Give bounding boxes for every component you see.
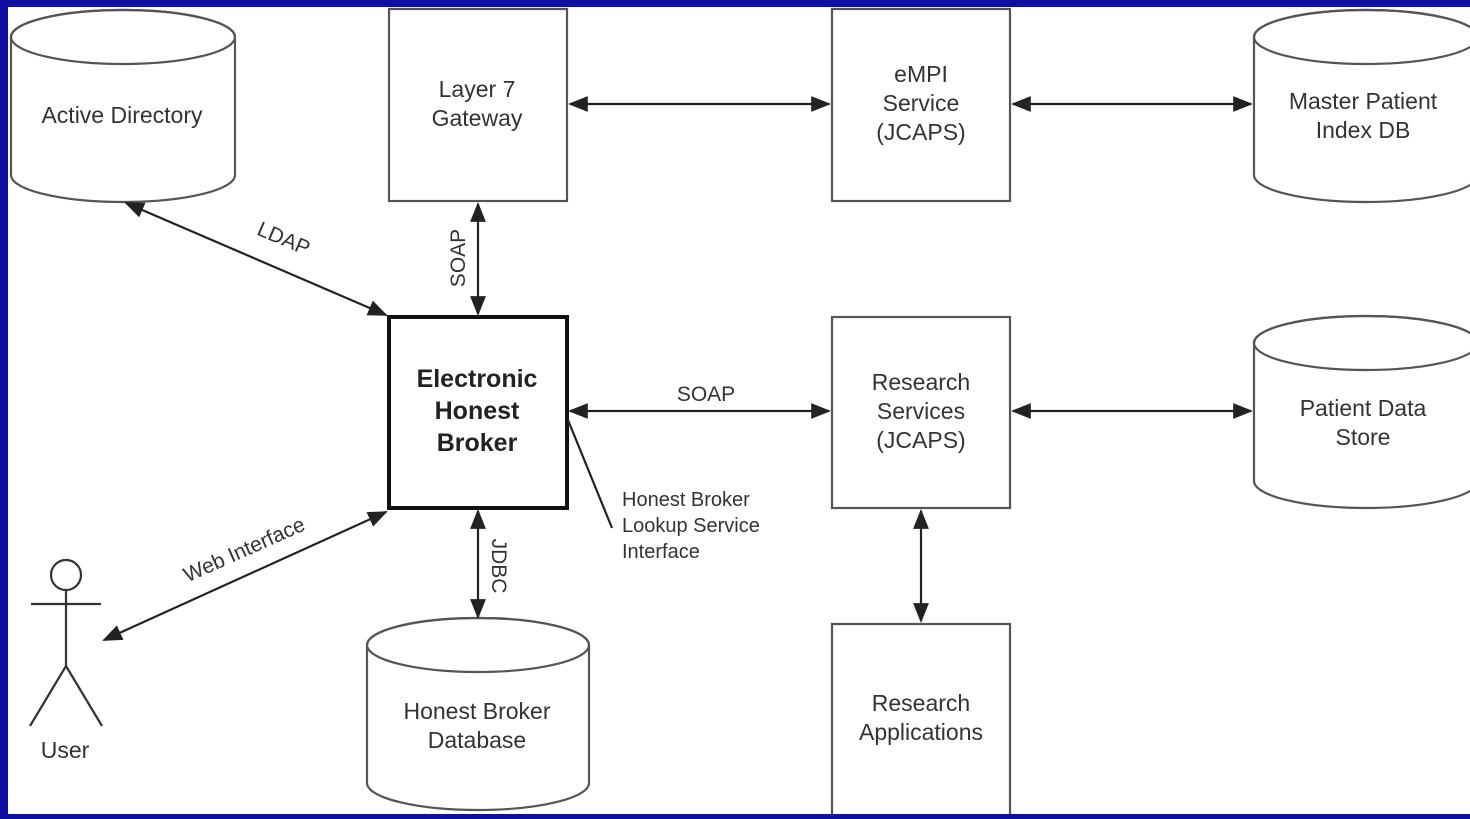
lookup-interface-pointer [566, 419, 614, 529]
lookup-service-note: Honest Broker Lookup Service Interface [622, 489, 760, 563]
user-stick-figure-icon [29, 558, 103, 727]
soap-vertical-label: SOAP [447, 229, 470, 287]
electronic-honest-broker-box: Electronic Honest Broker [387, 315, 569, 510]
patient-data-label-line1: Patient Data [1300, 395, 1427, 421]
research-services-label-line1: Research [872, 369, 970, 395]
active-directory-cylinder: Active Directory [9, 8, 237, 204]
ehb-label-line2: Honest [435, 397, 520, 425]
ehb-label-line3: Broker [437, 429, 518, 457]
hb-database-label-line1: Honest Broker [403, 698, 550, 724]
layer7-label-line2: Gateway [432, 105, 523, 131]
edge-active-directory-ehb [124, 201, 388, 317]
research-services-label-line2: Services [877, 398, 965, 424]
lookup-note-line3: Interface [622, 541, 700, 563]
jdbc-label: JDBC [487, 539, 510, 594]
active-directory-label: Active Directory [41, 102, 203, 128]
layer7-label-line1: Layer 7 [439, 76, 516, 102]
hb-database-label-line2: Database [428, 727, 526, 753]
user-actor: User [29, 558, 103, 763]
honest-broker-database-cylinder: Honest Broker Database [365, 616, 591, 812]
research-apps-label-line2: Applications [859, 719, 983, 745]
patient-data-label-line2: Store [1336, 424, 1391, 450]
research-services-box: Research Services (JCAPS) [830, 315, 1012, 510]
master-patient-label-line2: Index DB [1316, 117, 1411, 143]
lookup-note-line1: Honest Broker [622, 489, 750, 511]
master-patient-index-cylinder: Master Patient Index DB [1252, 8, 1470, 204]
empi-service-box: eMPI Service (JCAPS) [830, 7, 1012, 203]
empi-label-line3: (JCAPS) [876, 119, 965, 145]
research-apps-label-line1: Research [872, 690, 970, 716]
empi-label-line1: eMPI [894, 61, 948, 87]
research-applications-box: Research Applications [830, 622, 1012, 814]
soap-horizontal-label: SOAP [677, 383, 735, 406]
master-patient-label-line1: Master Patient [1289, 88, 1438, 114]
research-services-label-line3: (JCAPS) [876, 427, 965, 453]
ehb-label-line1: Electronic [417, 365, 538, 393]
lookup-note-line2: Lookup Service [622, 515, 760, 537]
empi-label-line2: Service [883, 90, 960, 116]
edge-user-ehb [102, 510, 388, 642]
user-label: User [41, 737, 90, 763]
layer7-gateway-box: Layer 7 Gateway [387, 7, 569, 203]
patient-data-store-cylinder: Patient Data Store [1252, 314, 1470, 510]
